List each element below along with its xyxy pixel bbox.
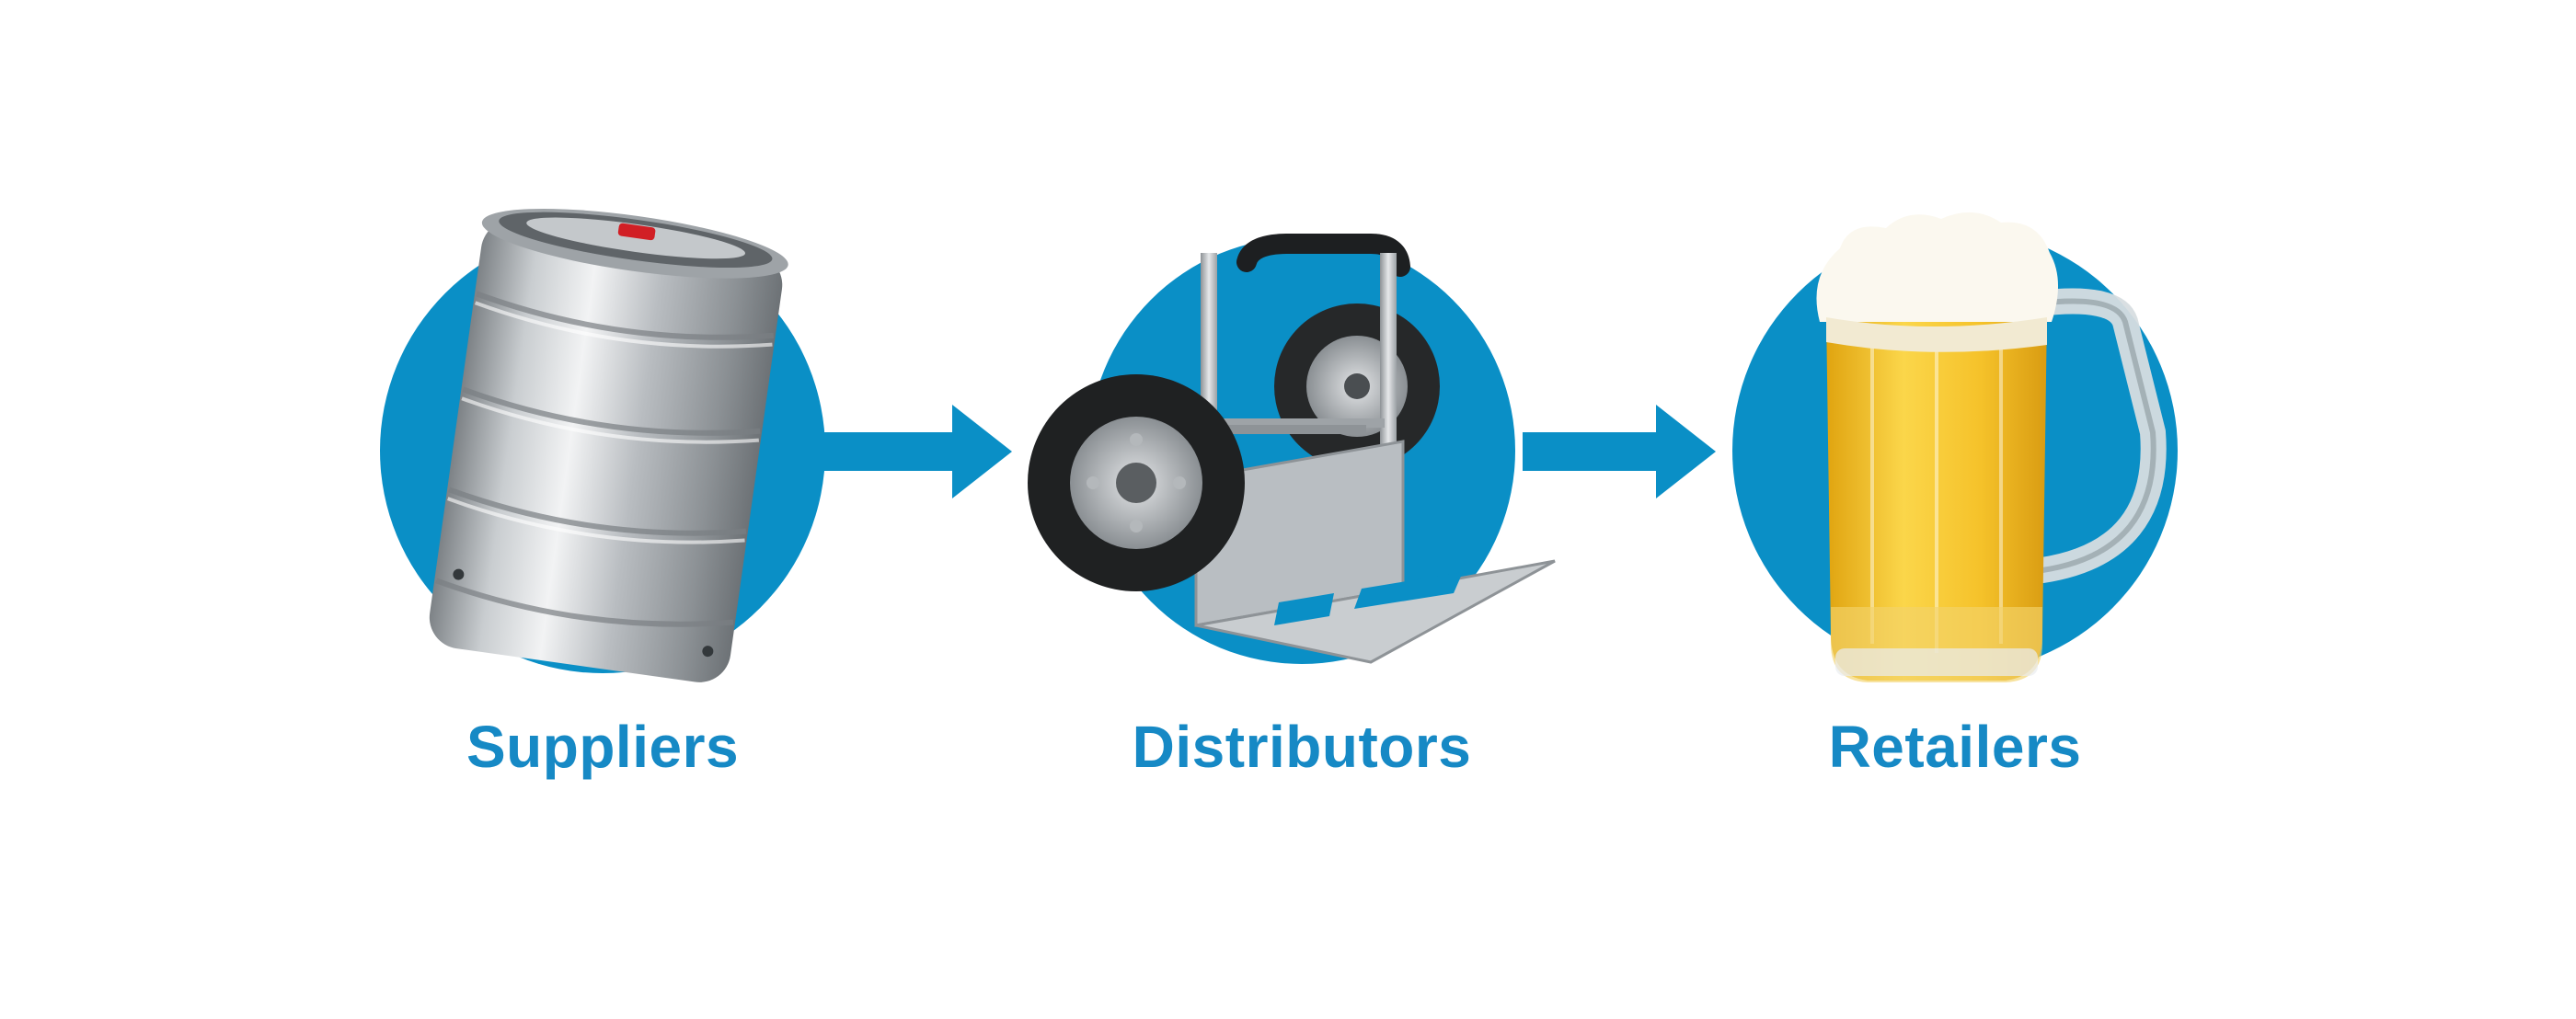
stage-label-suppliers: Suppliers — [466, 714, 740, 780]
arrow-right-icon — [1523, 405, 1716, 498]
stage-distributors — [1028, 234, 1556, 664]
arrow-right-icon — [819, 405, 1012, 498]
stage-label-retailers: Retailers — [1828, 714, 2082, 780]
beer-keg-icon — [429, 209, 788, 682]
stage-suppliers — [380, 209, 825, 682]
stage-label-distributors: Distributors — [1132, 714, 1472, 780]
stage-retailers — [1732, 212, 2178, 682]
hand-truck-icon — [1028, 234, 1556, 664]
beer-mug-icon — [1816, 212, 2167, 682]
